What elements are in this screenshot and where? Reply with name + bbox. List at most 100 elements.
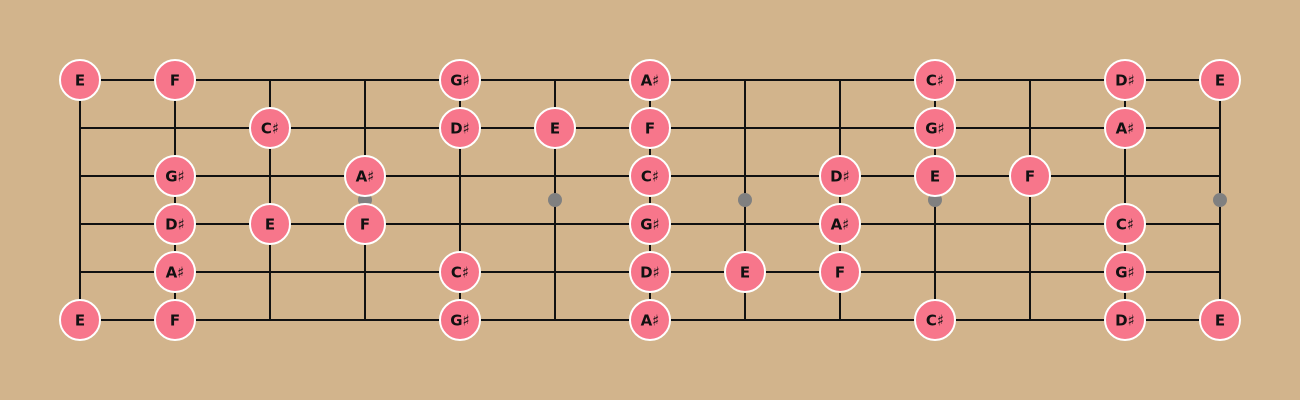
note-markers: E F G♯ A♯ C♯ D♯ E C♯ D♯ E F G♯ A♯ G♯ A♯ C♯ D♯ E F D♯ E F G♯ A♯ C… [59, 59, 1241, 341]
note-label: G♯ [450, 312, 470, 330]
note-label: A♯ [1116, 120, 1135, 138]
note-marker: F [154, 299, 196, 341]
note-label: A♯ [831, 216, 850, 234]
note-marker: E [1199, 299, 1241, 341]
inlay-dot [1213, 193, 1227, 207]
note-circle [1199, 299, 1241, 341]
note-label: E [1215, 72, 1225, 90]
note-marker: A♯ [154, 251, 196, 293]
note-circle [1199, 59, 1241, 101]
note-label: F [360, 216, 370, 234]
note-label: G♯ [640, 216, 660, 234]
note-marker: F [819, 251, 861, 293]
note-circle [439, 107, 481, 149]
note-label: C♯ [926, 312, 944, 330]
note-marker: F [629, 107, 671, 149]
note-label: A♯ [166, 264, 185, 282]
note-circle [59, 299, 101, 341]
note-label: F [645, 120, 655, 138]
note-circle [1104, 251, 1146, 293]
note-circle [534, 107, 576, 149]
note-circle [154, 59, 196, 101]
note-label: C♯ [1116, 216, 1134, 234]
note-circle [819, 251, 861, 293]
note-label: G♯ [925, 120, 945, 138]
note-marker: G♯ [439, 59, 481, 101]
note-circle [439, 251, 481, 293]
note-marker: F [154, 59, 196, 101]
note-marker: C♯ [914, 299, 956, 341]
note-label: D♯ [1115, 72, 1135, 90]
note-label: E [930, 168, 940, 186]
note-circle [1104, 299, 1146, 341]
note-marker: E [59, 59, 101, 101]
note-label: G♯ [1115, 264, 1135, 282]
note-label: A♯ [641, 312, 660, 330]
note-marker: A♯ [1104, 107, 1146, 149]
inlay-dot [548, 193, 562, 207]
note-marker: D♯ [1104, 59, 1146, 101]
note-marker: C♯ [1104, 203, 1146, 245]
note-label: E [75, 72, 85, 90]
note-label: D♯ [640, 264, 660, 282]
note-marker: E [59, 299, 101, 341]
note-label: D♯ [450, 120, 470, 138]
note-marker: D♯ [439, 107, 481, 149]
note-label: G♯ [450, 72, 470, 90]
note-marker: A♯ [629, 299, 671, 341]
note-marker: E [534, 107, 576, 149]
note-marker: C♯ [914, 59, 956, 101]
note-label: E [550, 120, 560, 138]
note-circle [914, 59, 956, 101]
note-marker: A♯ [629, 59, 671, 101]
note-circle [914, 107, 956, 149]
note-circle [1104, 203, 1146, 245]
note-circle [629, 251, 671, 293]
inlay-dot [738, 193, 752, 207]
note-marker: D♯ [629, 251, 671, 293]
note-circle [914, 299, 956, 341]
note-marker: G♯ [629, 203, 671, 245]
note-circle [154, 203, 196, 245]
note-marker: F [1009, 155, 1051, 197]
note-marker: E [1199, 59, 1241, 101]
note-circle [439, 299, 481, 341]
note-label: F [170, 312, 180, 330]
note-circle [439, 59, 481, 101]
note-label: C♯ [261, 120, 279, 138]
note-marker: E [914, 155, 956, 197]
note-circle [344, 155, 386, 197]
note-marker: G♯ [439, 299, 481, 341]
note-label: D♯ [165, 216, 185, 234]
note-marker: C♯ [629, 155, 671, 197]
note-circle [154, 299, 196, 341]
note-label: F [1025, 168, 1035, 186]
note-circle [629, 59, 671, 101]
note-circle [154, 251, 196, 293]
note-marker: G♯ [154, 155, 196, 197]
note-label: F [170, 72, 180, 90]
note-circle [819, 203, 861, 245]
note-label: A♯ [356, 168, 375, 186]
note-circle [154, 155, 196, 197]
note-circle [914, 155, 956, 197]
note-label: C♯ [926, 72, 944, 90]
note-circle [629, 203, 671, 245]
note-circle [59, 59, 101, 101]
note-label: E [740, 264, 750, 282]
note-marker: G♯ [914, 107, 956, 149]
note-circle [1104, 107, 1146, 149]
note-marker: E [249, 203, 291, 245]
note-marker: A♯ [819, 203, 861, 245]
note-circle [1009, 155, 1051, 197]
note-label: E [265, 216, 275, 234]
note-marker: E [724, 251, 766, 293]
note-marker: G♯ [1104, 251, 1146, 293]
note-marker: C♯ [439, 251, 481, 293]
note-marker: A♯ [344, 155, 386, 197]
note-circle [629, 299, 671, 341]
note-circle [344, 203, 386, 245]
note-circle [629, 155, 671, 197]
note-circle [724, 251, 766, 293]
